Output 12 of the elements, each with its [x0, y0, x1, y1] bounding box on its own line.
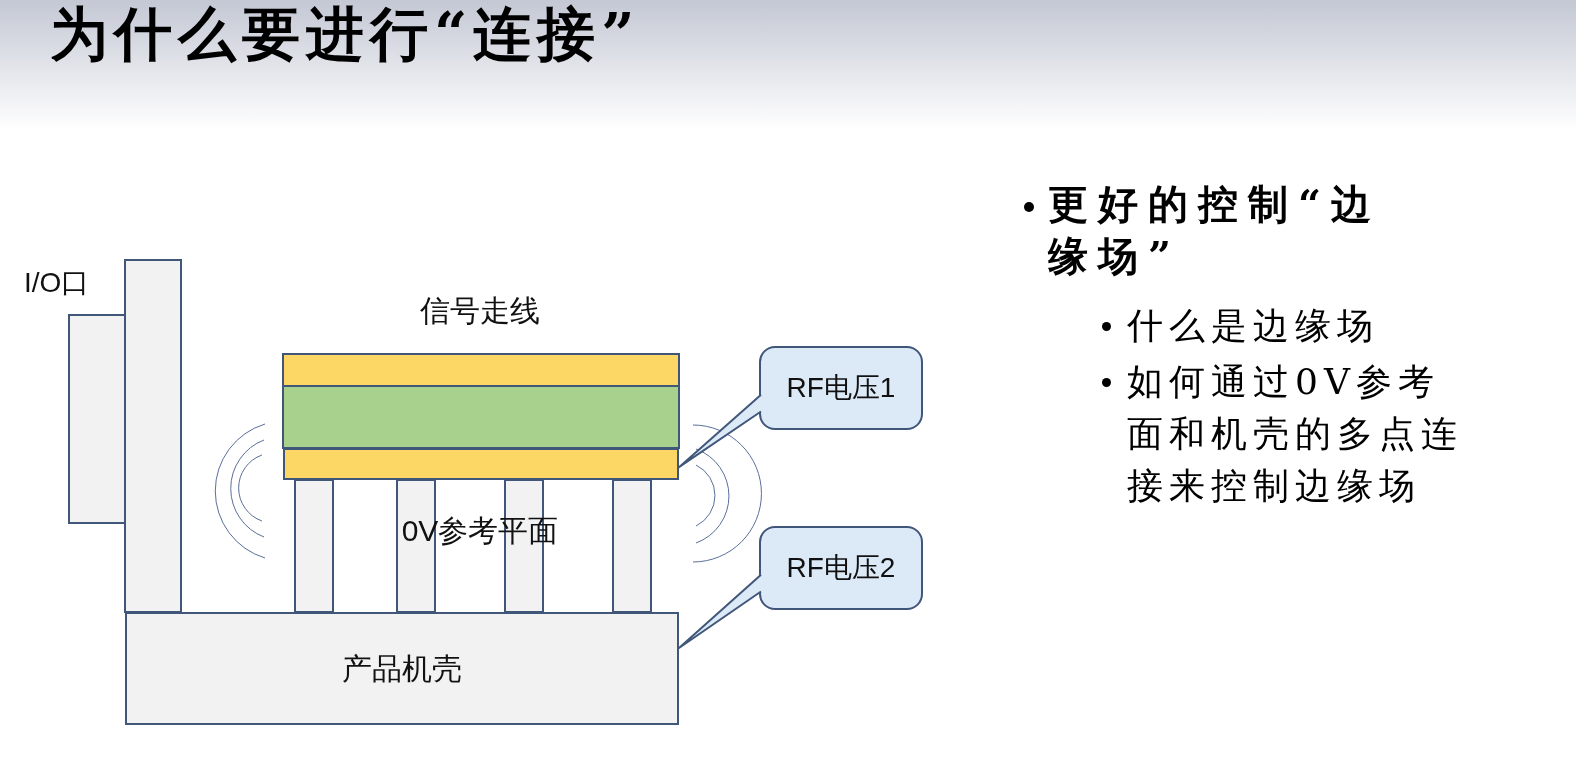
chassis-box: 产品机壳 — [125, 612, 679, 725]
bullet-text: 如何通过0V参考面和机壳的多点连接来控制边缘场 — [1127, 360, 1464, 508]
callout-box: RF电压1 — [759, 346, 923, 430]
diagram-label: I/O口 — [24, 266, 90, 300]
diagram-label: 信号走线 — [419, 293, 541, 329]
bullet-text: 更好的控制“边缘场” — [1048, 179, 1382, 281]
slide-title: 为什么要进行“连接” — [50, 0, 641, 70]
callout-box: RF电压2 — [759, 526, 923, 610]
pcb-layer — [283, 448, 679, 480]
bullet-text: 什么是边缘场 — [1127, 304, 1380, 348]
callout-pointer — [678, 393, 762, 469]
callout-pointer — [678, 573, 762, 649]
